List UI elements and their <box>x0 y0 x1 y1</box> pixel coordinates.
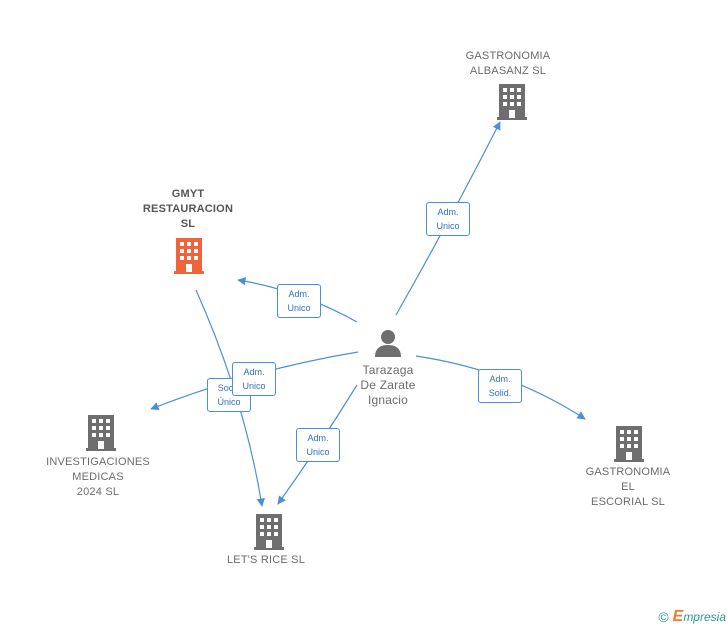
node-label-lets-rice[interactable]: LET'S RICE SL <box>226 554 306 566</box>
brand-footer: © E mpresia <box>658 608 726 626</box>
building-icon[interactable] <box>497 84 527 120</box>
person-icon[interactable] <box>373 328 403 358</box>
brand-name: mpresia <box>683 610 726 624</box>
building-icon[interactable] <box>254 514 284 550</box>
edge-label-to-investigaciones: Adm. Unico <box>232 362 276 396</box>
edge-label-to-escorial: Adm. Solid. <box>478 369 522 403</box>
edge-label-to-gmyt: Adm. Unico <box>277 284 321 318</box>
node-label-gastronomia-escorial[interactable]: GASTRONOMIA EL ESCORIAL SL <box>585 466 671 508</box>
node-label-investigaciones[interactable]: INVESTIGACIONES MEDICAS 2024 SL <box>46 456 150 498</box>
edge-label-to-letsrice: Adm. Unico <box>296 428 340 462</box>
building-icon[interactable] <box>174 238 204 274</box>
building-icon[interactable] <box>86 415 116 451</box>
edge-label-to-albasanz: Adm. Unico <box>426 202 470 236</box>
node-label-gmyt[interactable]: GMYT RESTAURACION SL <box>142 188 234 230</box>
node-label-person[interactable]: Tarazaga De Zarate Ignacio <box>360 363 416 407</box>
copyright-icon: © <box>658 609 669 625</box>
node-label-gastronomia-albasanz[interactable]: GASTRONOMIA ALBASANZ SL <box>465 50 551 77</box>
brand-initial: E <box>672 608 684 625</box>
building-icon[interactable] <box>614 426 644 462</box>
